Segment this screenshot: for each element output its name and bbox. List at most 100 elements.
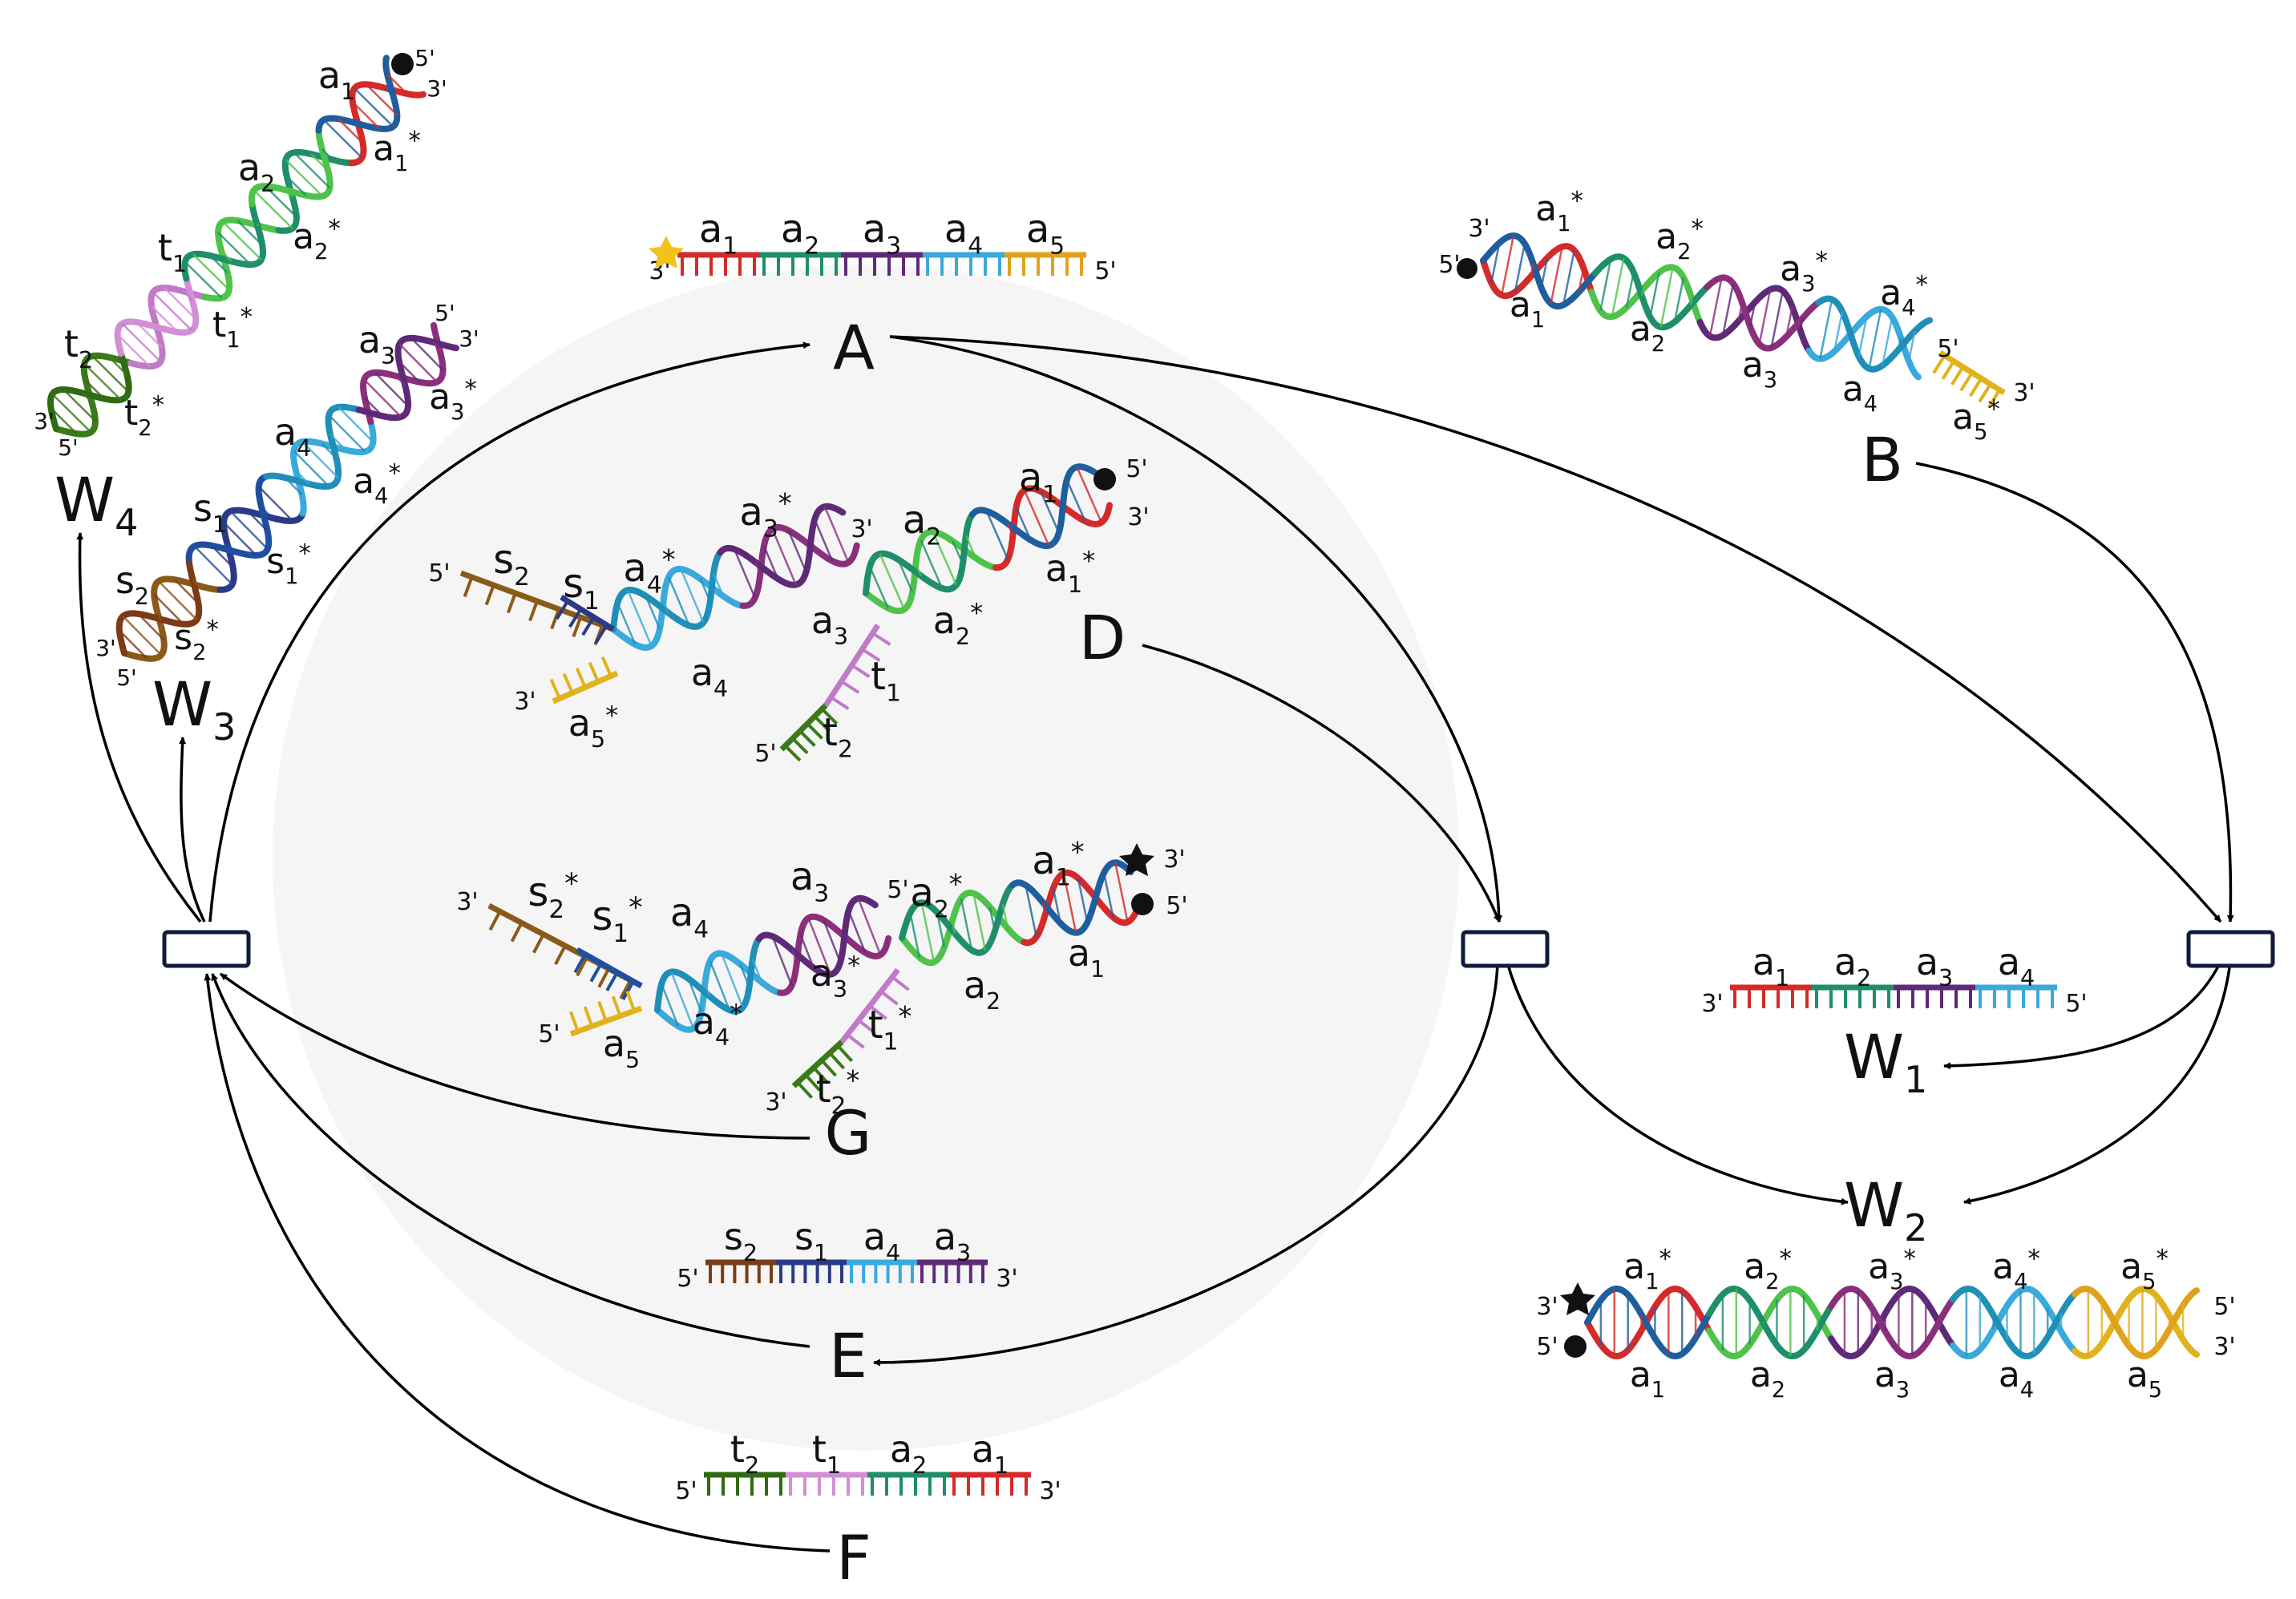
strand-end-label: 3' — [1163, 846, 1185, 874]
base-pair — [645, 596, 661, 630]
strand-end-label: 3' — [34, 408, 55, 434]
domain-label-a1-star: a1* — [1623, 1245, 1671, 1294]
arrow-middle-to-W2 — [1506, 961, 1849, 1205]
domain-letter: s — [592, 893, 612, 939]
base-tick — [549, 678, 561, 700]
domain-star: * — [1691, 215, 1703, 244]
base-pair — [972, 893, 987, 951]
single-strand-tail — [779, 703, 828, 752]
base-tick — [528, 600, 539, 622]
domain-label-a3: a3 — [1742, 345, 1777, 393]
arrow-left-to-A — [208, 341, 810, 923]
helix-strand — [121, 575, 224, 662]
domain-label-a3-star: a3* — [1780, 247, 1828, 297]
domain-label-s2: s2 — [115, 559, 149, 610]
strand-end-left: 5' — [675, 1477, 697, 1505]
domain-letter: a — [1535, 188, 1557, 229]
base-tick — [488, 911, 502, 931]
base-pair — [720, 953, 744, 1008]
base-pair — [151, 305, 179, 333]
base-tick — [583, 1006, 594, 1028]
strand-end-right: 5' — [2065, 990, 2087, 1018]
domain-label-a2-star: a2* — [910, 869, 962, 924]
base-pair — [1006, 523, 1014, 536]
domain-index: 1 — [1090, 956, 1105, 983]
domain-label-t2-star: t2* — [816, 1065, 860, 1121]
domain-index: 5 — [2142, 1270, 2156, 1294]
base-pair — [354, 87, 394, 127]
base-tick — [1968, 378, 1983, 398]
domain-index: 2 — [838, 735, 853, 763]
domain-letter: a — [934, 1215, 956, 1258]
base-tick — [891, 975, 910, 991]
base-pair — [762, 545, 779, 579]
base-pair — [364, 397, 384, 418]
helix-strand — [1704, 274, 1822, 352]
base-pair — [85, 379, 105, 400]
domain-letter: a — [863, 207, 886, 252]
strand-end-label: 5' — [1536, 1333, 1558, 1361]
strand-end-label: 5' — [1126, 455, 1147, 483]
base-tick — [597, 967, 611, 988]
domain-index: 3 — [1801, 272, 1815, 297]
domain-index: 5 — [1974, 420, 1987, 445]
domain-label-a4-star: a4* — [1880, 271, 1928, 321]
base-pair — [1770, 290, 1784, 349]
strand-end-label: 3' — [1536, 1293, 1558, 1321]
domain-letter: a — [933, 599, 956, 642]
base-pair — [823, 506, 850, 563]
domain-label-a2-star: a2* — [293, 215, 341, 264]
base-pair — [374, 372, 409, 407]
helix-strand — [1950, 1285, 2078, 1359]
label-W3-sub: 3 — [212, 705, 236, 749]
base-pair — [1785, 306, 1793, 337]
base-pair — [285, 159, 324, 197]
domain-index: 3 — [451, 400, 464, 425]
base-pair — [398, 361, 421, 383]
domain-letter: a — [1019, 455, 1042, 500]
domain-index: 1 — [212, 511, 227, 538]
label-A: A — [833, 312, 875, 383]
domain-index: 2 — [743, 1240, 758, 1266]
helix-strand — [201, 216, 282, 302]
domain-star: * — [847, 950, 860, 980]
base-pair — [1611, 257, 1625, 317]
domain-index: 1 — [285, 564, 298, 589]
helix-strand — [315, 55, 401, 134]
domain-index: 1 — [394, 151, 408, 176]
base-pair — [1540, 257, 1549, 289]
helix-strand — [1584, 1286, 1712, 1359]
domain-letter: s — [174, 617, 192, 658]
domain-index: 2 — [135, 583, 149, 610]
base-pair — [1708, 277, 1723, 337]
helix-strand — [216, 507, 306, 593]
domain-index: 2 — [138, 416, 152, 441]
base-pair — [329, 433, 347, 451]
domain-letter: t — [64, 322, 79, 365]
domain-label-a4-star: a4* — [693, 998, 742, 1051]
domain-letter: a — [1952, 397, 1974, 438]
domain-letter: a — [1868, 1246, 1890, 1287]
domain-letter: s — [115, 559, 135, 602]
domain-index: 1 — [172, 251, 187, 277]
domain-label-a2: a2 — [1750, 1355, 1785, 1403]
base-pair — [220, 250, 232, 263]
strand-label-a4: a4 — [1998, 940, 2035, 991]
domain-index: 3 — [833, 976, 847, 1003]
helix-strand — [1828, 1286, 1956, 1359]
helix-strand — [1805, 305, 1922, 381]
base-pair — [1102, 872, 1114, 918]
domain-letter: a — [1630, 309, 1651, 349]
strand-label-a3: a3 — [1916, 940, 1953, 991]
domain-index: 3 — [381, 343, 395, 369]
domain-letter: s — [493, 536, 514, 583]
arrow-E-to-left — [211, 973, 810, 1348]
strand-label-a1: a1 — [972, 1427, 1009, 1479]
domain-index: 1 — [1645, 1270, 1659, 1294]
base-pair — [226, 543, 236, 553]
helix-strand — [1584, 1286, 1712, 1359]
domain-label-s1-star: s1* — [266, 539, 311, 589]
base-pair — [301, 441, 339, 478]
label-W1-main: W — [1844, 1021, 1904, 1092]
base-pair — [799, 934, 815, 968]
